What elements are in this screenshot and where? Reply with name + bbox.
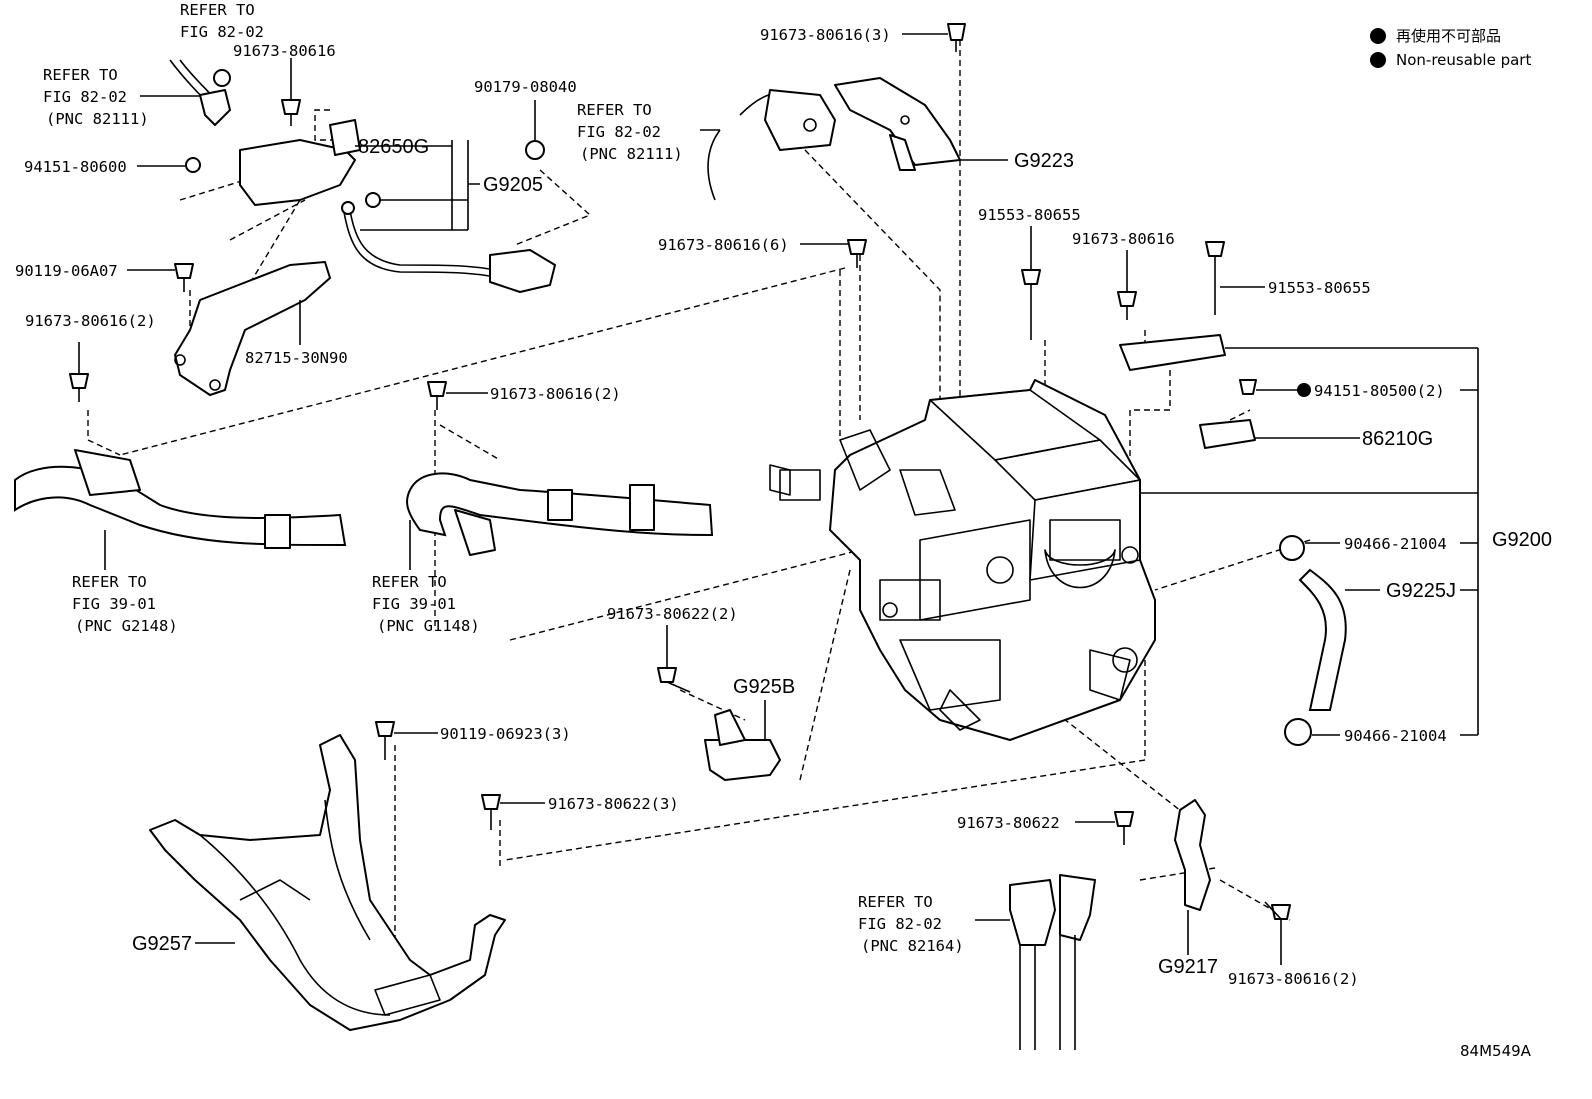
part-82715-30n90: 82715-30N90 [245, 349, 348, 367]
refer-4-line-3: (PNC G2148) [75, 617, 178, 635]
part-g9217: G9217 [1158, 956, 1218, 978]
part-91673-80616-2-a: 91673-80616(2) [25, 312, 156, 330]
legend-en: Non-reusable part [1396, 51, 1531, 69]
refer-2-line-3: (PNC 82111) [46, 110, 149, 128]
legend: 再使用不可部品 Non-reusable part [1370, 27, 1531, 69]
refer-4-line-2: FIG 39-01 [72, 595, 156, 613]
part-90179-08040: 90179-08040 [474, 78, 577, 96]
refer-3-line-2: FIG 82-02 [577, 123, 661, 141]
refer-2-line-1: REFER TO [43, 66, 118, 84]
part-90119-06a07: 90119-06A07 [15, 262, 118, 280]
refer-5-line-1: REFER TO [372, 573, 447, 591]
part-g9257: G9257 [132, 933, 192, 955]
part-82650g: 82650G [358, 136, 429, 158]
part-91673-80616-6: 91673-80616(6) [658, 236, 789, 254]
legend-bullet-icon [1370, 28, 1386, 44]
part-94151-80600: 94151-80600 [24, 158, 127, 176]
refer-4-line-1: REFER TO [72, 573, 147, 591]
part-91553-80655-a: 91553-80655 [978, 206, 1081, 224]
refer-2-line-2: FIG 82-02 [43, 88, 127, 106]
upper-left-harness [169, 59, 556, 293]
bracket-82715 [174, 261, 331, 396]
bracket-86210 [1119, 334, 1256, 449]
refer-6-line-2: FIG 82-02 [858, 915, 942, 933]
part-labels: 91673-80616 82650G G9205 94151-80600 901… [15, 26, 1552, 988]
part-g925b: G925B [733, 676, 795, 698]
fasteners [69, 23, 1291, 920]
part-g9205: G9205 [483, 174, 543, 196]
part-91553-80655-b: 91553-80655 [1268, 279, 1371, 297]
part-94151-80500-2: 94151-80500(2) [1314, 382, 1445, 400]
legend-bullet-icon [1370, 52, 1386, 68]
non-reusable-mark-icon [1297, 383, 1311, 397]
part-91673-80616-a: 91673-80616 [233, 42, 336, 60]
part-91673-80616-2-c: 91673-80616(2) [1228, 970, 1359, 988]
part-91673-80616-2-b: 91673-80616(2) [490, 385, 621, 403]
bracket-g9217 [1174, 799, 1211, 911]
refer-3-line-1: REFER TO [577, 101, 652, 119]
leader-lines [78, 33, 1479, 965]
part-90466-21004-b: 90466-21004 [1344, 727, 1447, 745]
hose-g9225 [1279, 535, 1347, 746]
part-91673-80622-2: 91673-80622(2) [607, 605, 738, 623]
refer-5-line-2: FIG 39-01 [372, 595, 456, 613]
frame-g9257 [149, 734, 506, 1031]
refer-3-line-3: (PNC 82111) [580, 145, 683, 163]
refer-1-line-2: FIG 82-02 [180, 23, 264, 41]
bracket-g925b [704, 709, 781, 781]
part-g9225j: G9225J [1386, 580, 1456, 602]
part-86210g: 86210G [1362, 428, 1433, 450]
refer-6-line-1: REFER TO [858, 893, 933, 911]
part-90466-21004-a: 90466-21004 [1344, 535, 1447, 553]
upper-center-harness [707, 77, 961, 201]
part-91673-80622: 91673-80622 [957, 814, 1060, 832]
part-91673-80616-b: 91673-80616 [1072, 230, 1175, 248]
bottom-connectors [1009, 874, 1096, 1050]
refer-labels: REFER TO FIG 82-02 REFER TO FIG 82-02 (P… [43, 1, 964, 955]
part-90119-06923-3: 90119-06923(3) [440, 725, 571, 743]
left-hoses [14, 449, 714, 556]
part-g9223: G9223 [1014, 150, 1074, 172]
refer-1-line-1: REFER TO [180, 1, 255, 19]
inverter-assembly [769, 379, 1156, 741]
refer-6-line-3: (PNC 82164) [861, 937, 964, 955]
figure-code: 84M549A [1460, 1042, 1532, 1060]
refer-5-line-3: (PNC G1148) [377, 617, 480, 635]
part-91673-80616-3: 91673-80616(3) [760, 26, 891, 44]
legend-ja: 再使用不可部品 [1396, 27, 1501, 45]
part-g9200: G9200 [1492, 529, 1552, 551]
part-91673-80622-3: 91673-80622(3) [548, 795, 679, 813]
